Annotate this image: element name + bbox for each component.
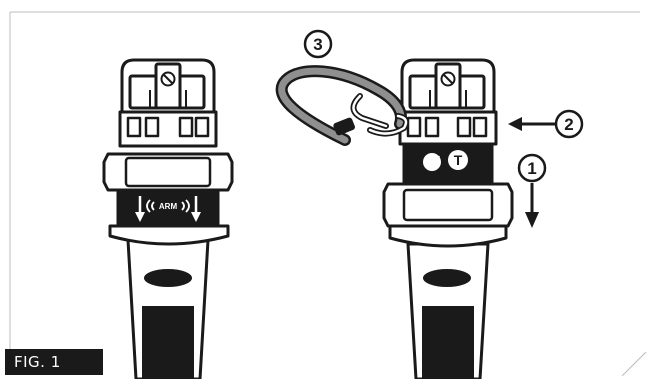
step-3-number: 3 bbox=[313, 35, 322, 54]
right-sleeve-window bbox=[402, 188, 494, 222]
lock-letter: T bbox=[454, 152, 463, 168]
left-window-2 bbox=[144, 116, 160, 138]
lock-t-badge bbox=[448, 150, 468, 170]
step-1-marker: 1 bbox=[517, 153, 547, 228]
frame-corner-cut bbox=[621, 351, 647, 377]
right-collar bbox=[388, 224, 508, 248]
right-handle-oval bbox=[423, 269, 471, 287]
left-sleeve-window bbox=[124, 156, 212, 188]
arm-label: ARM bbox=[159, 202, 178, 211]
step-3-marker: 3 bbox=[303, 29, 333, 59]
left-window-1 bbox=[126, 116, 142, 138]
left-handle-oval bbox=[144, 269, 192, 287]
step-1-number: 1 bbox=[527, 159, 536, 178]
step-2-number: 2 bbox=[564, 115, 573, 134]
right-lock-band bbox=[402, 144, 494, 184]
no-symbol-slash bbox=[162, 73, 174, 85]
right-device: T bbox=[382, 58, 514, 379]
left-collar bbox=[108, 224, 230, 246]
left-window-4 bbox=[194, 116, 210, 138]
step-2-marker: 2 bbox=[508, 109, 584, 139]
left-handle-grip bbox=[142, 306, 194, 379]
left-window-3 bbox=[178, 116, 194, 138]
left-device: ARM bbox=[102, 58, 234, 379]
carabiner-icon bbox=[275, 65, 409, 146]
right-handle-grip bbox=[422, 306, 474, 379]
left-arm-band bbox=[116, 188, 220, 228]
figure-label: FIG. 1 bbox=[5, 349, 103, 375]
